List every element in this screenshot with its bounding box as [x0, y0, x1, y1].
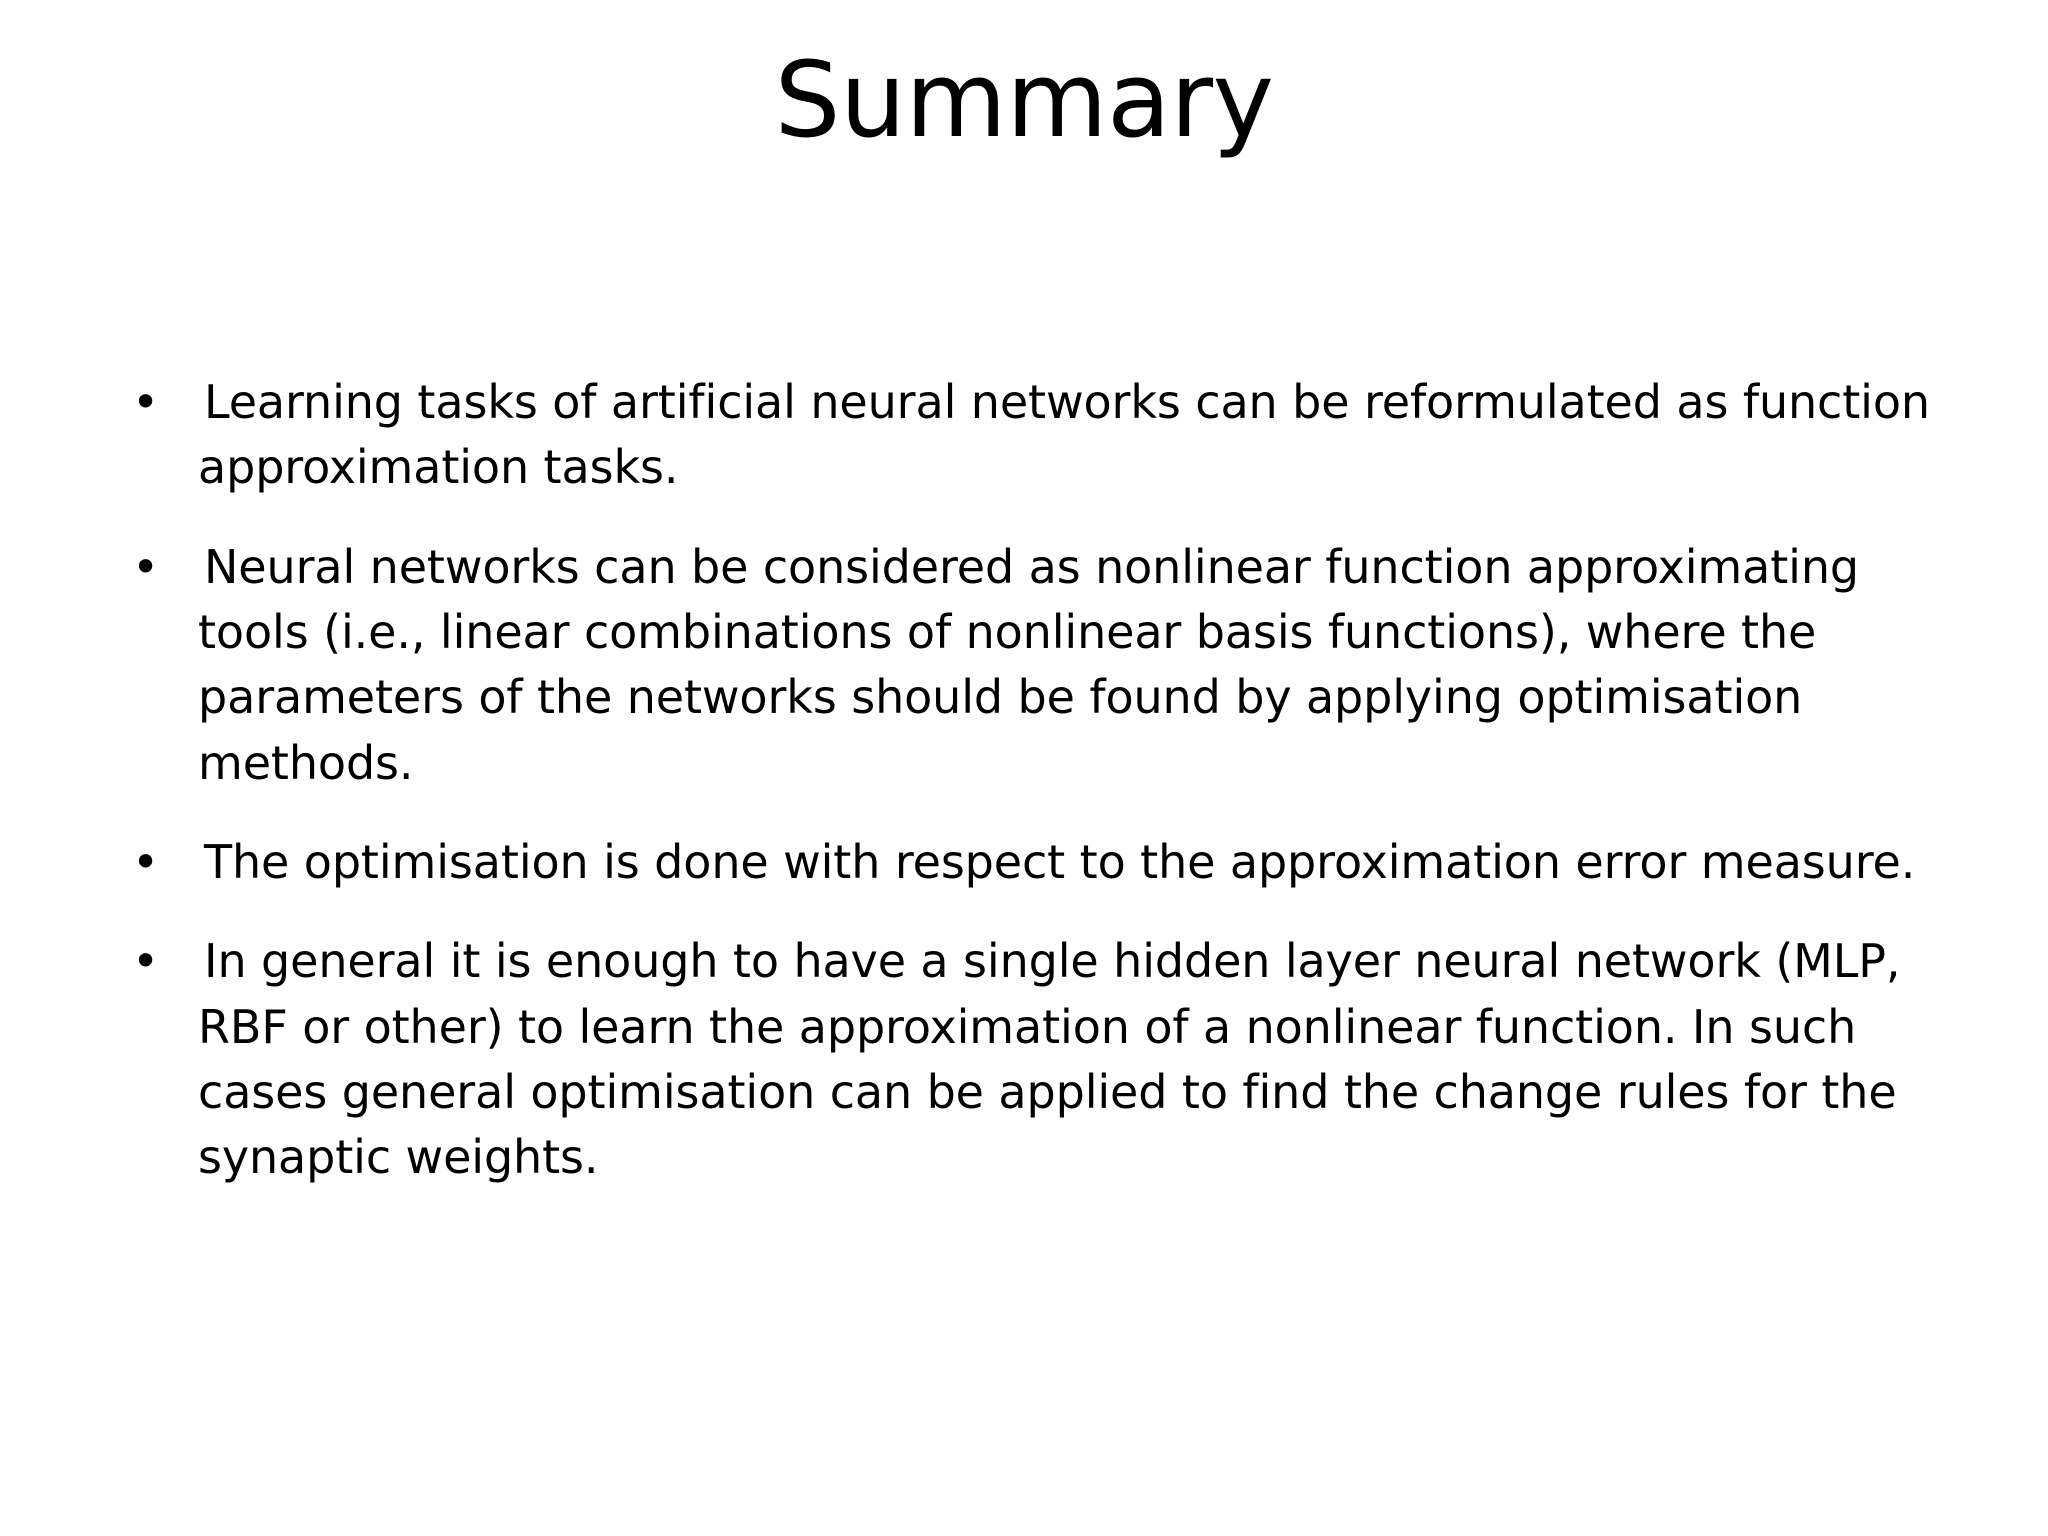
bullet-point-icon: • — [132, 539, 160, 594]
list-item: • In general it is enough to have a sing… — [118, 929, 1940, 1190]
bullet-point-icon: • — [132, 375, 160, 429]
page-title: Summary — [774, 39, 1274, 161]
list-item: • Neural networks can be considered as n… — [118, 535, 1940, 796]
list-item: • The optimisation is done with respect … — [118, 830, 1940, 895]
list-item-text: In general it is enough to have a single… — [198, 934, 1901, 1185]
list-item-text: Neural networks can be considered as non… — [198, 539, 1859, 790]
bullet-list: • Learning tasks of artificial neural ne… — [118, 370, 1940, 1190]
bullet-point-icon: • — [132, 934, 160, 989]
bullet-point-icon: • — [132, 834, 160, 889]
list-item: • Learning tasks of artificial neural ne… — [118, 370, 1940, 501]
list-item-text: Learning tasks of artificial neural netw… — [198, 375, 1930, 495]
list-item-text: The optimisation is done with respect to… — [204, 834, 1916, 889]
